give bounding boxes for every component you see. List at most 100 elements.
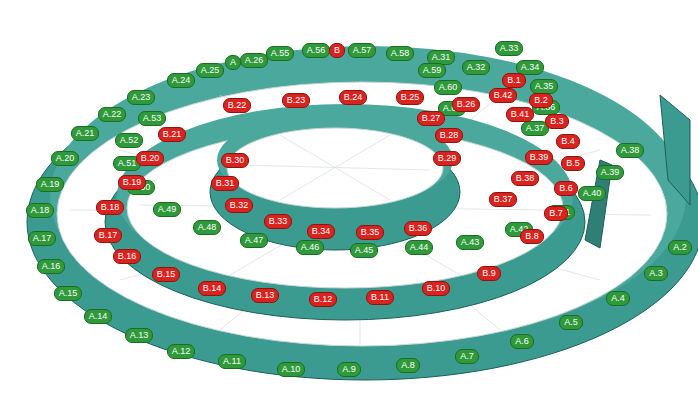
panel-label-b: B.13 — [251, 288, 280, 303]
panel-id: A.39 — [601, 167, 620, 177]
panel-id: B.20 — [141, 153, 160, 163]
panel-label-a: A.13 — [125, 328, 154, 343]
panel-label-b: B.18 — [96, 200, 125, 215]
panel-id: B.18 — [101, 202, 120, 212]
panel-id: A.31 — [432, 52, 451, 62]
panel-id: B.30 — [226, 155, 245, 165]
panel-id: A — [230, 57, 236, 67]
panel-label-b: B.9 — [477, 266, 501, 281]
panel-label-a: A.26 — [240, 53, 269, 68]
panel-id: A.57 — [353, 45, 372, 55]
panel-label-a: A.40 — [578, 186, 607, 201]
panel-id: A.51 — [118, 158, 137, 168]
panel-label-a: A.45 — [350, 243, 379, 258]
panel-label-a: A.46 — [296, 240, 325, 255]
panel-id: B.23 — [287, 95, 306, 105]
panel-label-b: B.38 — [511, 171, 540, 186]
panel-id: B.41 — [511, 109, 530, 119]
panel-id: B — [334, 45, 340, 55]
panel-label-b: B — [329, 43, 345, 58]
panel-label-a: A.55 — [266, 46, 295, 61]
panel-label-a: A.58 — [386, 46, 415, 61]
panel-label-a: A.4 — [606, 291, 630, 306]
panel-label-a: A.33 — [495, 41, 524, 56]
panel-id: A.48 — [198, 222, 217, 232]
panel-label-a: A.56 — [302, 43, 331, 58]
panel-label-a: A.38 — [616, 143, 645, 158]
panel-id: A.45 — [355, 245, 374, 255]
panel-label-b: B.12 — [309, 292, 338, 307]
panel-id: A.19 — [41, 179, 60, 189]
panel-id: B.3 — [550, 116, 564, 126]
panel-id: A.5 — [564, 317, 578, 327]
panel-id: A.2 — [673, 242, 687, 252]
panel-id: B.11 — [371, 292, 389, 302]
panel-label-a: A.32 — [462, 60, 491, 75]
panel-label-a: A.57 — [348, 43, 377, 58]
panel-id: B.1 — [507, 75, 521, 85]
panel-id: A.32 — [467, 62, 486, 72]
panel-label-b: B.39 — [525, 150, 554, 165]
panel-label-a: A.19 — [36, 177, 65, 192]
panel-id: B.7 — [549, 208, 563, 218]
panel-id: B.4 — [561, 136, 575, 146]
panel-label-a: A.52 — [115, 133, 144, 148]
panel-label-a: A — [225, 55, 241, 70]
panel-label-a: A.14 — [84, 309, 113, 324]
panel-label-a: A.3 — [644, 266, 668, 281]
panel-label-a: A.48 — [193, 220, 222, 235]
panel-id: B.9 — [482, 268, 496, 278]
panel-label-a: A.2 — [668, 240, 692, 255]
panel-label-b: B.41 — [506, 107, 535, 122]
panel-label-a: A.11 — [218, 354, 246, 369]
panel-label-a: A.39 — [596, 165, 625, 180]
inner-wall-inner-face — [217, 112, 453, 208]
panel-label-a: A.21 — [71, 126, 100, 141]
panel-id: B.2 — [534, 95, 548, 105]
panel-label-b: B.27 — [417, 111, 446, 126]
panel-id: A.40 — [583, 188, 602, 198]
panel-id: B.29 — [438, 153, 457, 163]
panel-label-a: A.43 — [456, 235, 485, 250]
panel-label-b: B.6 — [554, 181, 578, 196]
panel-label-b: B.5 — [561, 156, 585, 171]
panel-label-b: B.11 — [366, 290, 394, 305]
panel-id: A.56 — [307, 45, 326, 55]
panel-label-b: B.19 — [118, 175, 147, 190]
panel-label-a: A.24 — [167, 73, 196, 88]
panel-label-b: B.8 — [520, 229, 544, 244]
panel-label-a: A.23 — [127, 90, 156, 105]
panel-id: B.39 — [530, 152, 549, 162]
panel-label-a: A.5 — [559, 315, 583, 330]
floor — [227, 128, 443, 208]
panel-id: A.23 — [132, 92, 151, 102]
panel-id: A.10 — [282, 364, 301, 374]
panel-id: B.42 — [494, 90, 513, 100]
panel-label-a: A.12 — [167, 344, 196, 359]
panel-id: A.4 — [611, 293, 625, 303]
panel-id: A.43 — [461, 237, 480, 247]
panel-id: A.55 — [271, 48, 290, 58]
panel-id: B.10 — [427, 283, 446, 293]
panel-label-b: B.10 — [422, 281, 451, 296]
panel-id: B.34 — [312, 226, 331, 236]
panel-id: A.12 — [172, 346, 191, 356]
panel-id: A.11 — [223, 356, 241, 366]
panel-id: A.15 — [59, 288, 78, 298]
panel-label-b: B.31 — [211, 176, 240, 191]
panel-id: B.13 — [256, 290, 275, 300]
panel-id: A.49 — [158, 204, 177, 214]
panel-id: A.53 — [143, 113, 162, 123]
panel-id: A.37 — [526, 123, 545, 133]
floor-grid — [70, 85, 650, 345]
panel-label-a: A.59 — [418, 63, 447, 78]
middle-wall-inner-face — [117, 104, 573, 288]
panel-label-b: B.4 — [556, 134, 580, 149]
panel-id: A.33 — [500, 43, 519, 53]
wall-end — [660, 95, 690, 205]
panel-label-b: B.29 — [433, 151, 462, 166]
floor — [127, 128, 563, 288]
panel-label-b: B.15 — [152, 267, 181, 282]
panel-id: B.26 — [457, 99, 476, 109]
panel-id: A.52 — [120, 135, 139, 145]
